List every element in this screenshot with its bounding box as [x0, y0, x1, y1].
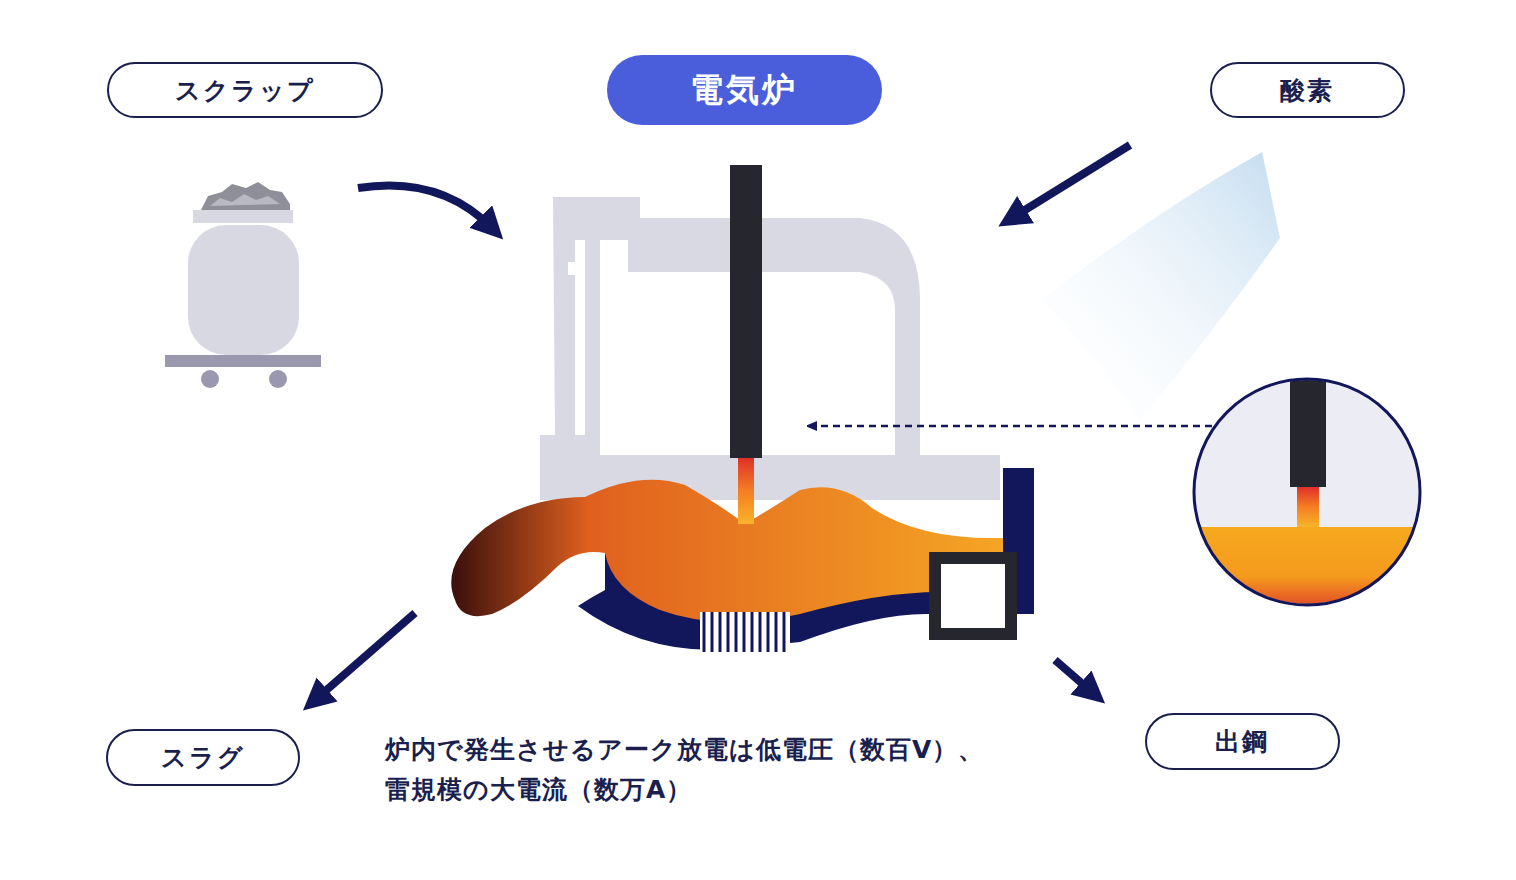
taphole: [935, 558, 1011, 634]
scrap-cart: [165, 182, 321, 388]
output-arrow: [1055, 660, 1093, 693]
pill-text: 出鋼: [1215, 725, 1269, 758]
label-pill: 出鋼: [1145, 713, 1340, 770]
pill-text: スラグ: [161, 741, 245, 774]
pill-text: 酸素: [1280, 74, 1334, 107]
label-pill: スクラップ: [107, 62, 383, 118]
input-arrow: [1012, 145, 1130, 218]
label-pill: スラグ: [106, 729, 300, 786]
electrode: [730, 165, 762, 458]
furnace-shell: [540, 197, 1000, 500]
title-pill: 電気炉: [607, 55, 882, 125]
input-arrow: [358, 185, 492, 228]
pill-text: スクラップ: [175, 74, 315, 107]
label-pill: 酸素: [1210, 62, 1405, 118]
output-arrow: [315, 613, 415, 700]
molten-steel: [451, 480, 1003, 622]
caption-note: 炉内で発生させるアーク放電は低電圧（数百V）、 雷規模の大電流（数万A）: [385, 730, 1105, 810]
zoom-pointer: [812, 425, 1212, 428]
zoom-detail: [1190, 375, 1430, 617]
bottom-plug: [700, 612, 790, 652]
title-text: 電気炉: [690, 68, 798, 113]
oxygen-stream: [1042, 152, 1280, 420]
electric-arc: [738, 458, 754, 524]
